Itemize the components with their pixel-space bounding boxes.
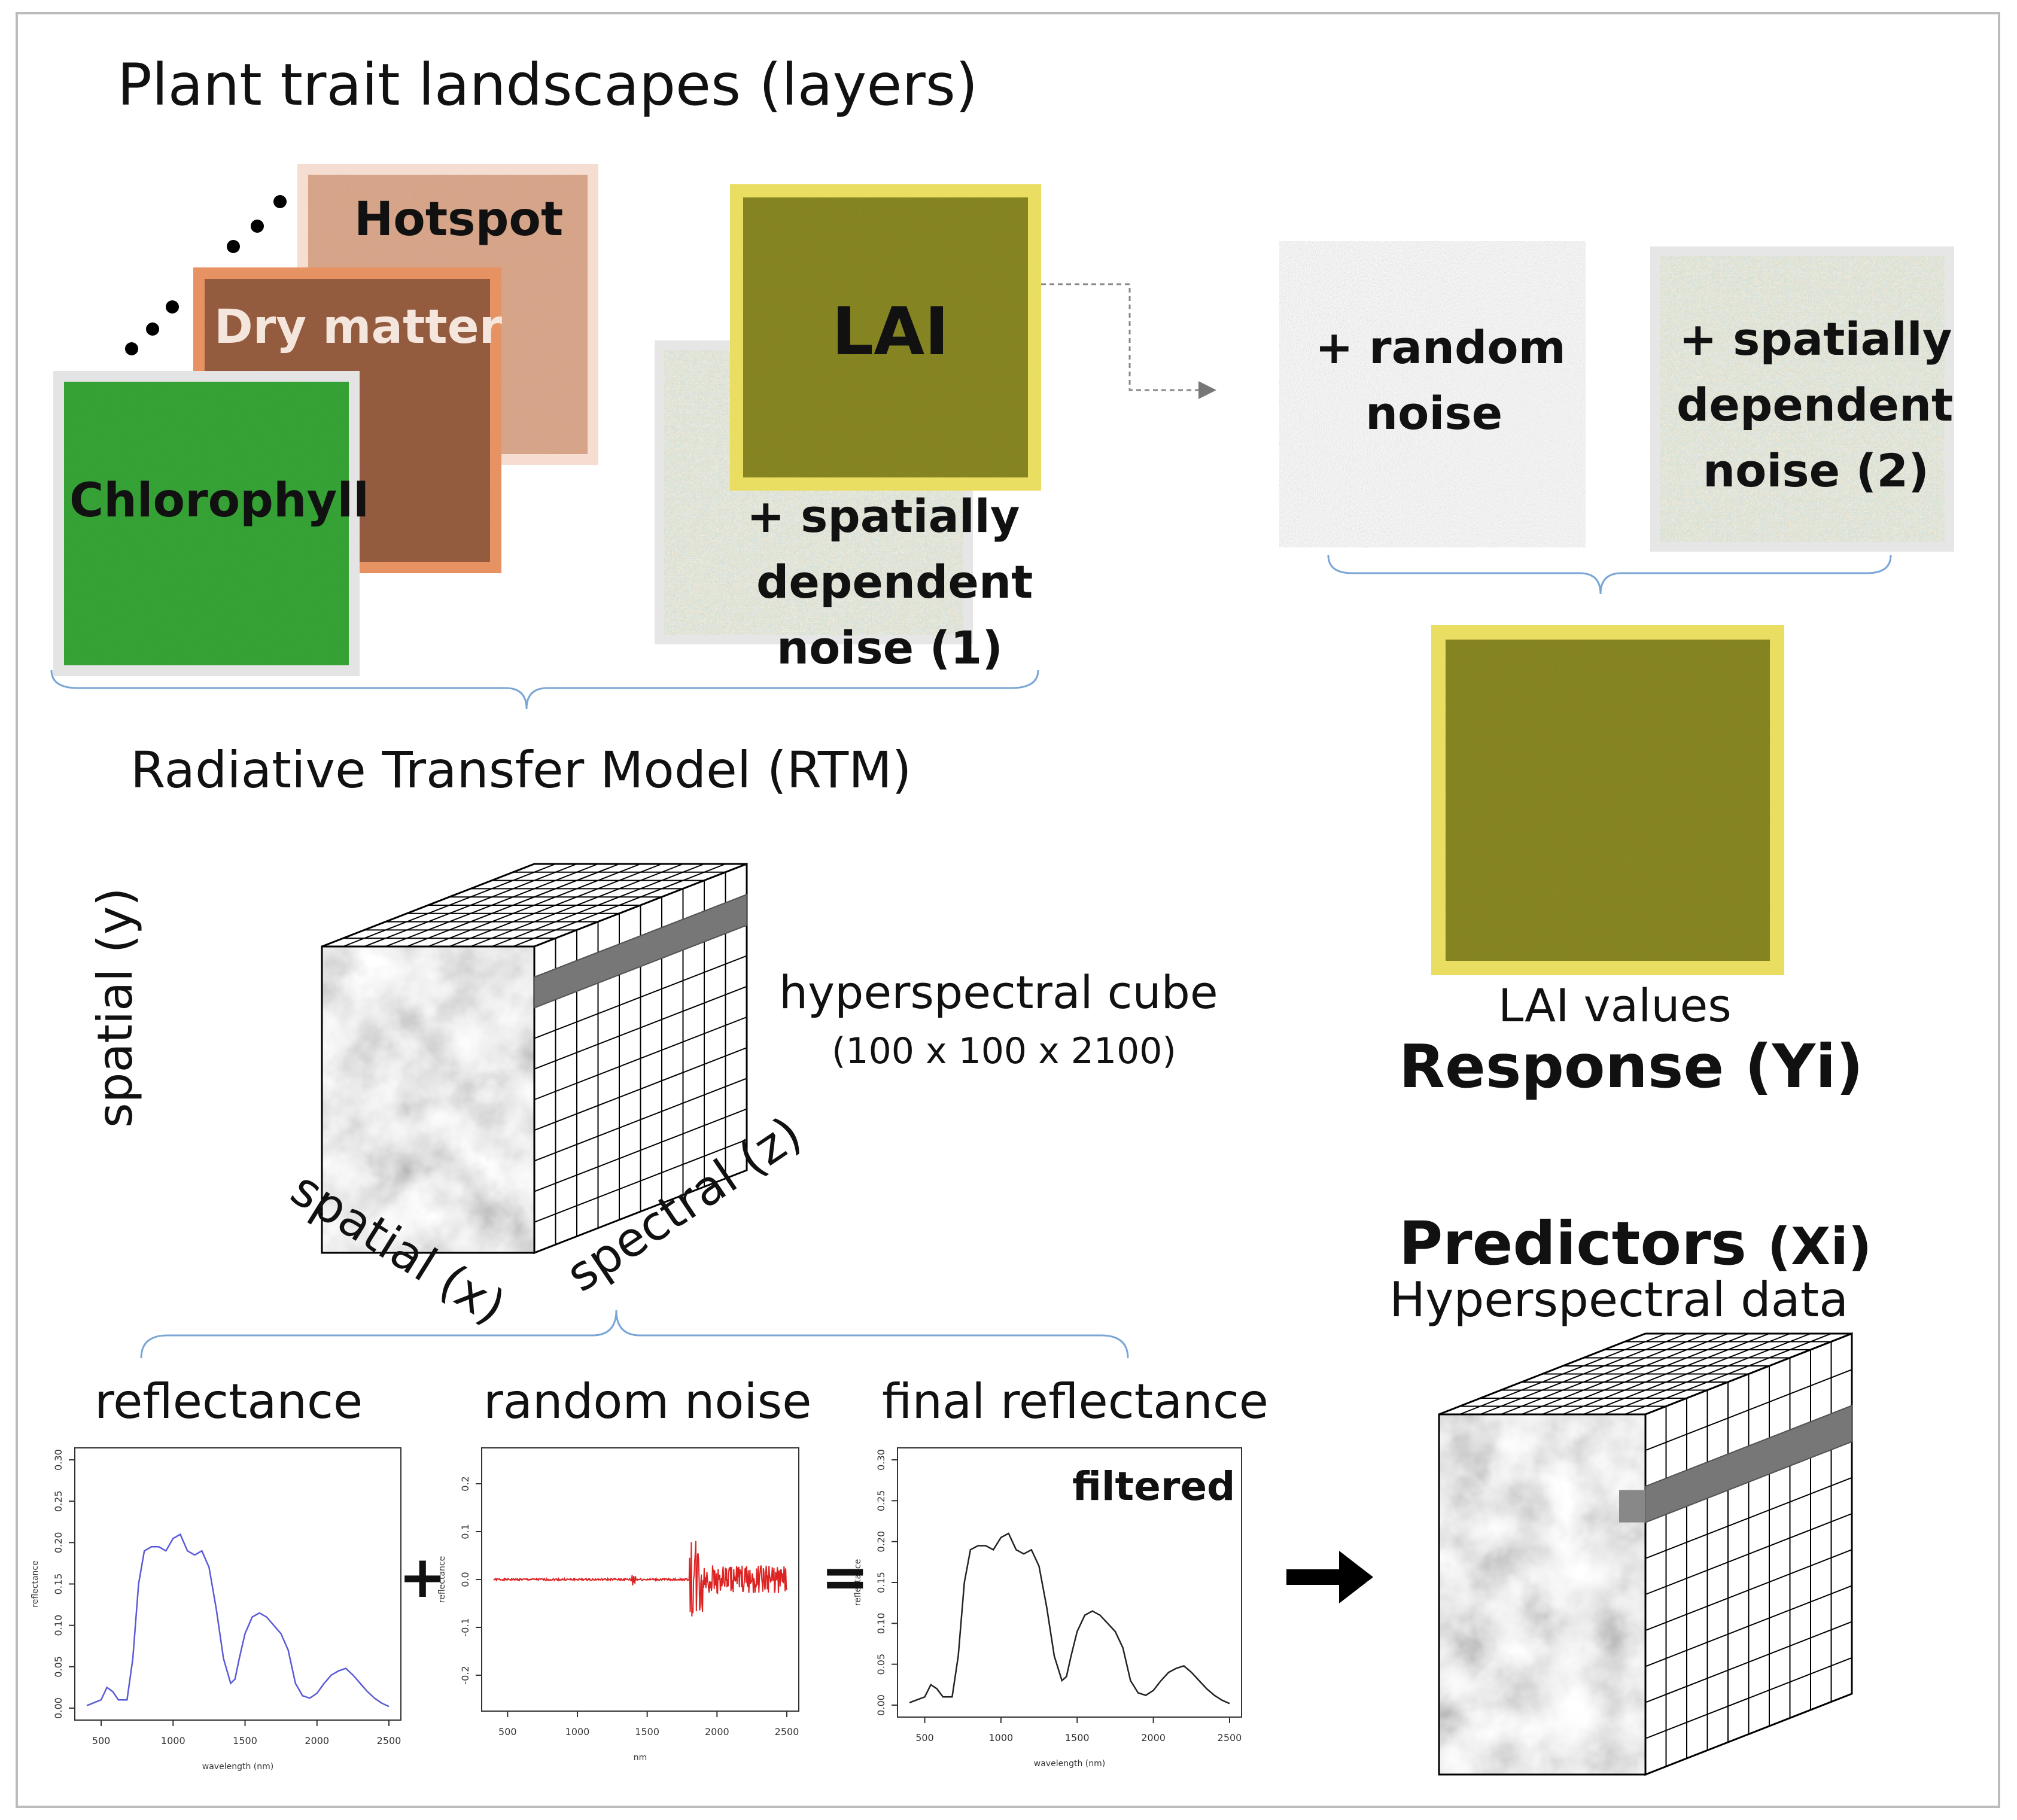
predictors-title: Predictors (Xi): [1399, 1209, 1872, 1279]
x-tick-label: 1000: [161, 1735, 185, 1746]
x-tick-label: 2500: [377, 1735, 401, 1746]
x-tick-label: 1500: [1065, 1732, 1090, 1743]
random-noise-line-1: + random: [1315, 321, 1566, 374]
predictors-title-text: Predictors: [1399, 1209, 1747, 1279]
random-noise-panel: [1279, 241, 1586, 547]
final-reflectance-plot: 0.00 0.05 0.10 0.15 0.20 0.25 0.30 500 1000 1500 2…: [853, 1447, 1242, 1769]
bottom-brace: [140, 1310, 1129, 1359]
noise-series-line: [493, 1541, 787, 1617]
predictors-cube: [1438, 1332, 1853, 1776]
x-tick-label: 1500: [233, 1735, 257, 1746]
y-tick-label: 0.00: [53, 1697, 64, 1719]
spatial-noise-1-line-3: noise (1): [777, 621, 1003, 674]
chlorophyll-label: Chlorophyll: [69, 474, 369, 528]
response-caption: LAI values: [1498, 979, 1732, 1032]
axis-y-label: spatial (y): [87, 887, 143, 1128]
series-line: [86, 1533, 390, 1708]
x-tick-label: 2000: [705, 1726, 729, 1737]
x-tick-label: 2500: [775, 1726, 799, 1737]
outer-frame: [16, 12, 2000, 1808]
y-axis-label: reflectance: [853, 1559, 863, 1606]
cube-label: hyperspectral cube: [779, 966, 1218, 1019]
y-tick-label: 0.00: [875, 1694, 887, 1716]
random-noise-plot: -0.2 -0.1 0.0 0.1 0.2 500 1000 1500 2000 2500 refl…: [437, 1447, 799, 1763]
spatial-noise-2-line-3: noise (2): [1703, 444, 1929, 497]
chlorophyll-layer: [53, 371, 360, 676]
y-tick-label: 0.15: [53, 1574, 64, 1595]
y-axis-label: reflectance: [31, 1560, 40, 1607]
y-tick-label: 0.10: [875, 1613, 887, 1635]
spatial-noise-1-line-2: dependent: [756, 555, 1033, 608]
spatial-noise-2-line-2: dependent: [1677, 378, 1954, 431]
x-axis-label: nm: [634, 1753, 647, 1763]
y-tick-label: 0.30: [53, 1449, 64, 1471]
page-title: Plant trait landscapes (layers): [117, 51, 978, 118]
rtm-title: Radiative Transfer Model (RTM): [130, 741, 912, 799]
x-tick-label: 2000: [1141, 1732, 1166, 1743]
hyperspectral-cube: [321, 862, 748, 1255]
y-tick-label: 0.05: [875, 1654, 887, 1675]
dashed-arrow: [1041, 283, 1216, 399]
y-tick-label: 0.2: [460, 1476, 471, 1491]
reflectance-plot: 0.00 0.05 0.10 0.15 0.20 0.25 0.30 500 1000 1500 2…: [31, 1447, 401, 1772]
x-axis-label: wavelength (nm): [202, 1762, 273, 1772]
x-tick-label: 2500: [1218, 1732, 1242, 1743]
y-tick-label: 0.15: [875, 1572, 887, 1593]
y-tick-label: 0.05: [53, 1656, 64, 1678]
lai-layer: [730, 184, 1041, 491]
plus-sign: +: [398, 1544, 447, 1611]
response-title: Response (Yi): [1399, 1031, 1864, 1101]
series-line: [909, 1532, 1230, 1705]
x-tick-label: 1500: [635, 1726, 659, 1737]
response-lai-panel: [1431, 625, 1784, 975]
final-title: final reflectance: [882, 1374, 1269, 1429]
predictors-subtitle: Hyperspectral data: [1389, 1272, 1849, 1328]
y-tick-label: 0.20: [53, 1532, 64, 1554]
x-tick-label: 1000: [565, 1726, 590, 1737]
y-axis-label: reflectance: [437, 1556, 447, 1603]
noise-title: random noise: [483, 1374, 812, 1429]
y-tick-label: 0.25: [875, 1490, 887, 1512]
right-arrow-icon: [1286, 1551, 1373, 1603]
dry-matter-label: Dry matter: [214, 300, 503, 354]
y-tick-label: 0.30: [875, 1449, 887, 1471]
y-tick-label: -0.1: [460, 1618, 471, 1636]
ellipsis-dots: [125, 195, 287, 355]
y-tick-label: 0.1: [460, 1524, 471, 1539]
x-axis-label: wavelength (nm): [1034, 1759, 1105, 1769]
y-tick-label: 0.20: [875, 1531, 887, 1553]
equals-sign: =: [821, 1544, 869, 1611]
y-tick-label: 0.25: [53, 1490, 64, 1512]
x-tick-label: 500: [915, 1732, 934, 1743]
x-tick-label: 2000: [305, 1735, 329, 1746]
x-tick-label: 1000: [988, 1732, 1013, 1743]
random-noise-line-2: noise: [1365, 386, 1503, 440]
filtered-label: filtered: [1072, 1463, 1236, 1509]
lai-label: LAI: [832, 293, 950, 370]
reflectance-title: reflectance: [95, 1374, 363, 1429]
top-right-brace: [1327, 555, 1892, 595]
x-tick-label: 500: [498, 1726, 517, 1737]
predictors-title-suffix: (Xi): [1767, 1217, 1872, 1277]
spatial-noise-2-panel: [1650, 246, 1954, 552]
y-tick-label: 0.0: [460, 1572, 471, 1587]
y-tick-label: -0.2: [460, 1666, 471, 1684]
spatial-noise-2-line-1: + spatially: [1679, 312, 1952, 366]
cube-dims: (100 x 100 x 2100): [832, 1030, 1176, 1072]
spatial-noise-1-line-1: + spatially: [747, 489, 1020, 543]
hotspot-label: Hotspot: [354, 193, 564, 246]
top-left-brace: [50, 669, 1039, 710]
y-tick-label: 0.10: [53, 1615, 64, 1636]
x-tick-label: 500: [92, 1735, 111, 1746]
